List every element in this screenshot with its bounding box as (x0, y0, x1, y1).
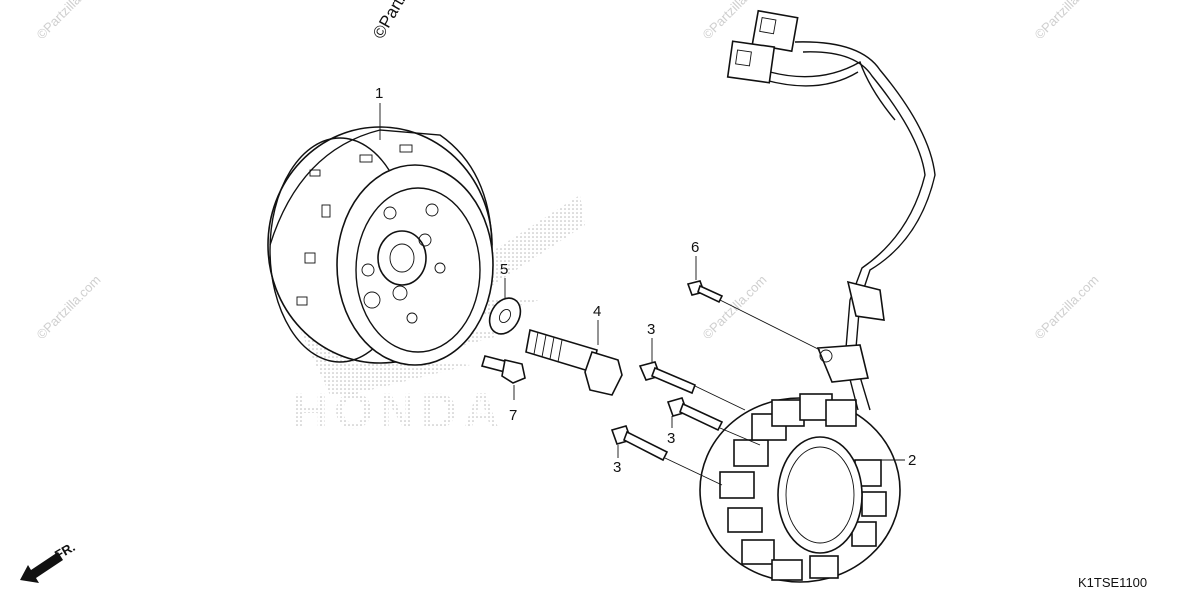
washer (488, 297, 522, 335)
diagram-code: K1TSE1100 (1078, 575, 1147, 590)
honda-logo-text: HONDA (292, 383, 505, 439)
callout-2: 2 (908, 452, 916, 469)
callout-5: 5 (500, 261, 508, 278)
watermark-fragment: ©Partz (369, 0, 412, 42)
callout-4: 4 (593, 303, 601, 320)
bolts (610, 280, 724, 462)
watermark: ©Partzilla.com (1032, 272, 1102, 342)
flywheel-bolt (525, 328, 623, 396)
wire-harness (726, 9, 936, 411)
watermark: ©Partzilla.com (1032, 0, 1102, 42)
watermark: ©Partzilla.com (34, 0, 104, 42)
watermarks: ©Partzilla.com ©Partzilla.com ©Partzilla… (34, 0, 1102, 342)
front-direction-indicator: FR. (20, 539, 78, 583)
callout-1: 1 (375, 85, 383, 102)
arrow-down-left-icon (20, 552, 63, 583)
leader-lines (379, 103, 905, 486)
callouts: 1 2 3 3 3 4 5 6 7 (375, 85, 916, 476)
callout-6: 6 (691, 239, 699, 256)
connector-icon (726, 40, 776, 84)
callout-7: 7 (509, 407, 517, 424)
dowel-bolt (480, 355, 526, 384)
callout-3: 3 (613, 459, 621, 476)
stator (699, 393, 901, 583)
callout-3: 3 (667, 430, 675, 447)
flywheel-rotor (267, 126, 494, 366)
callout-3: 3 (647, 321, 655, 338)
watermark: ©Partzilla.com (34, 272, 104, 342)
